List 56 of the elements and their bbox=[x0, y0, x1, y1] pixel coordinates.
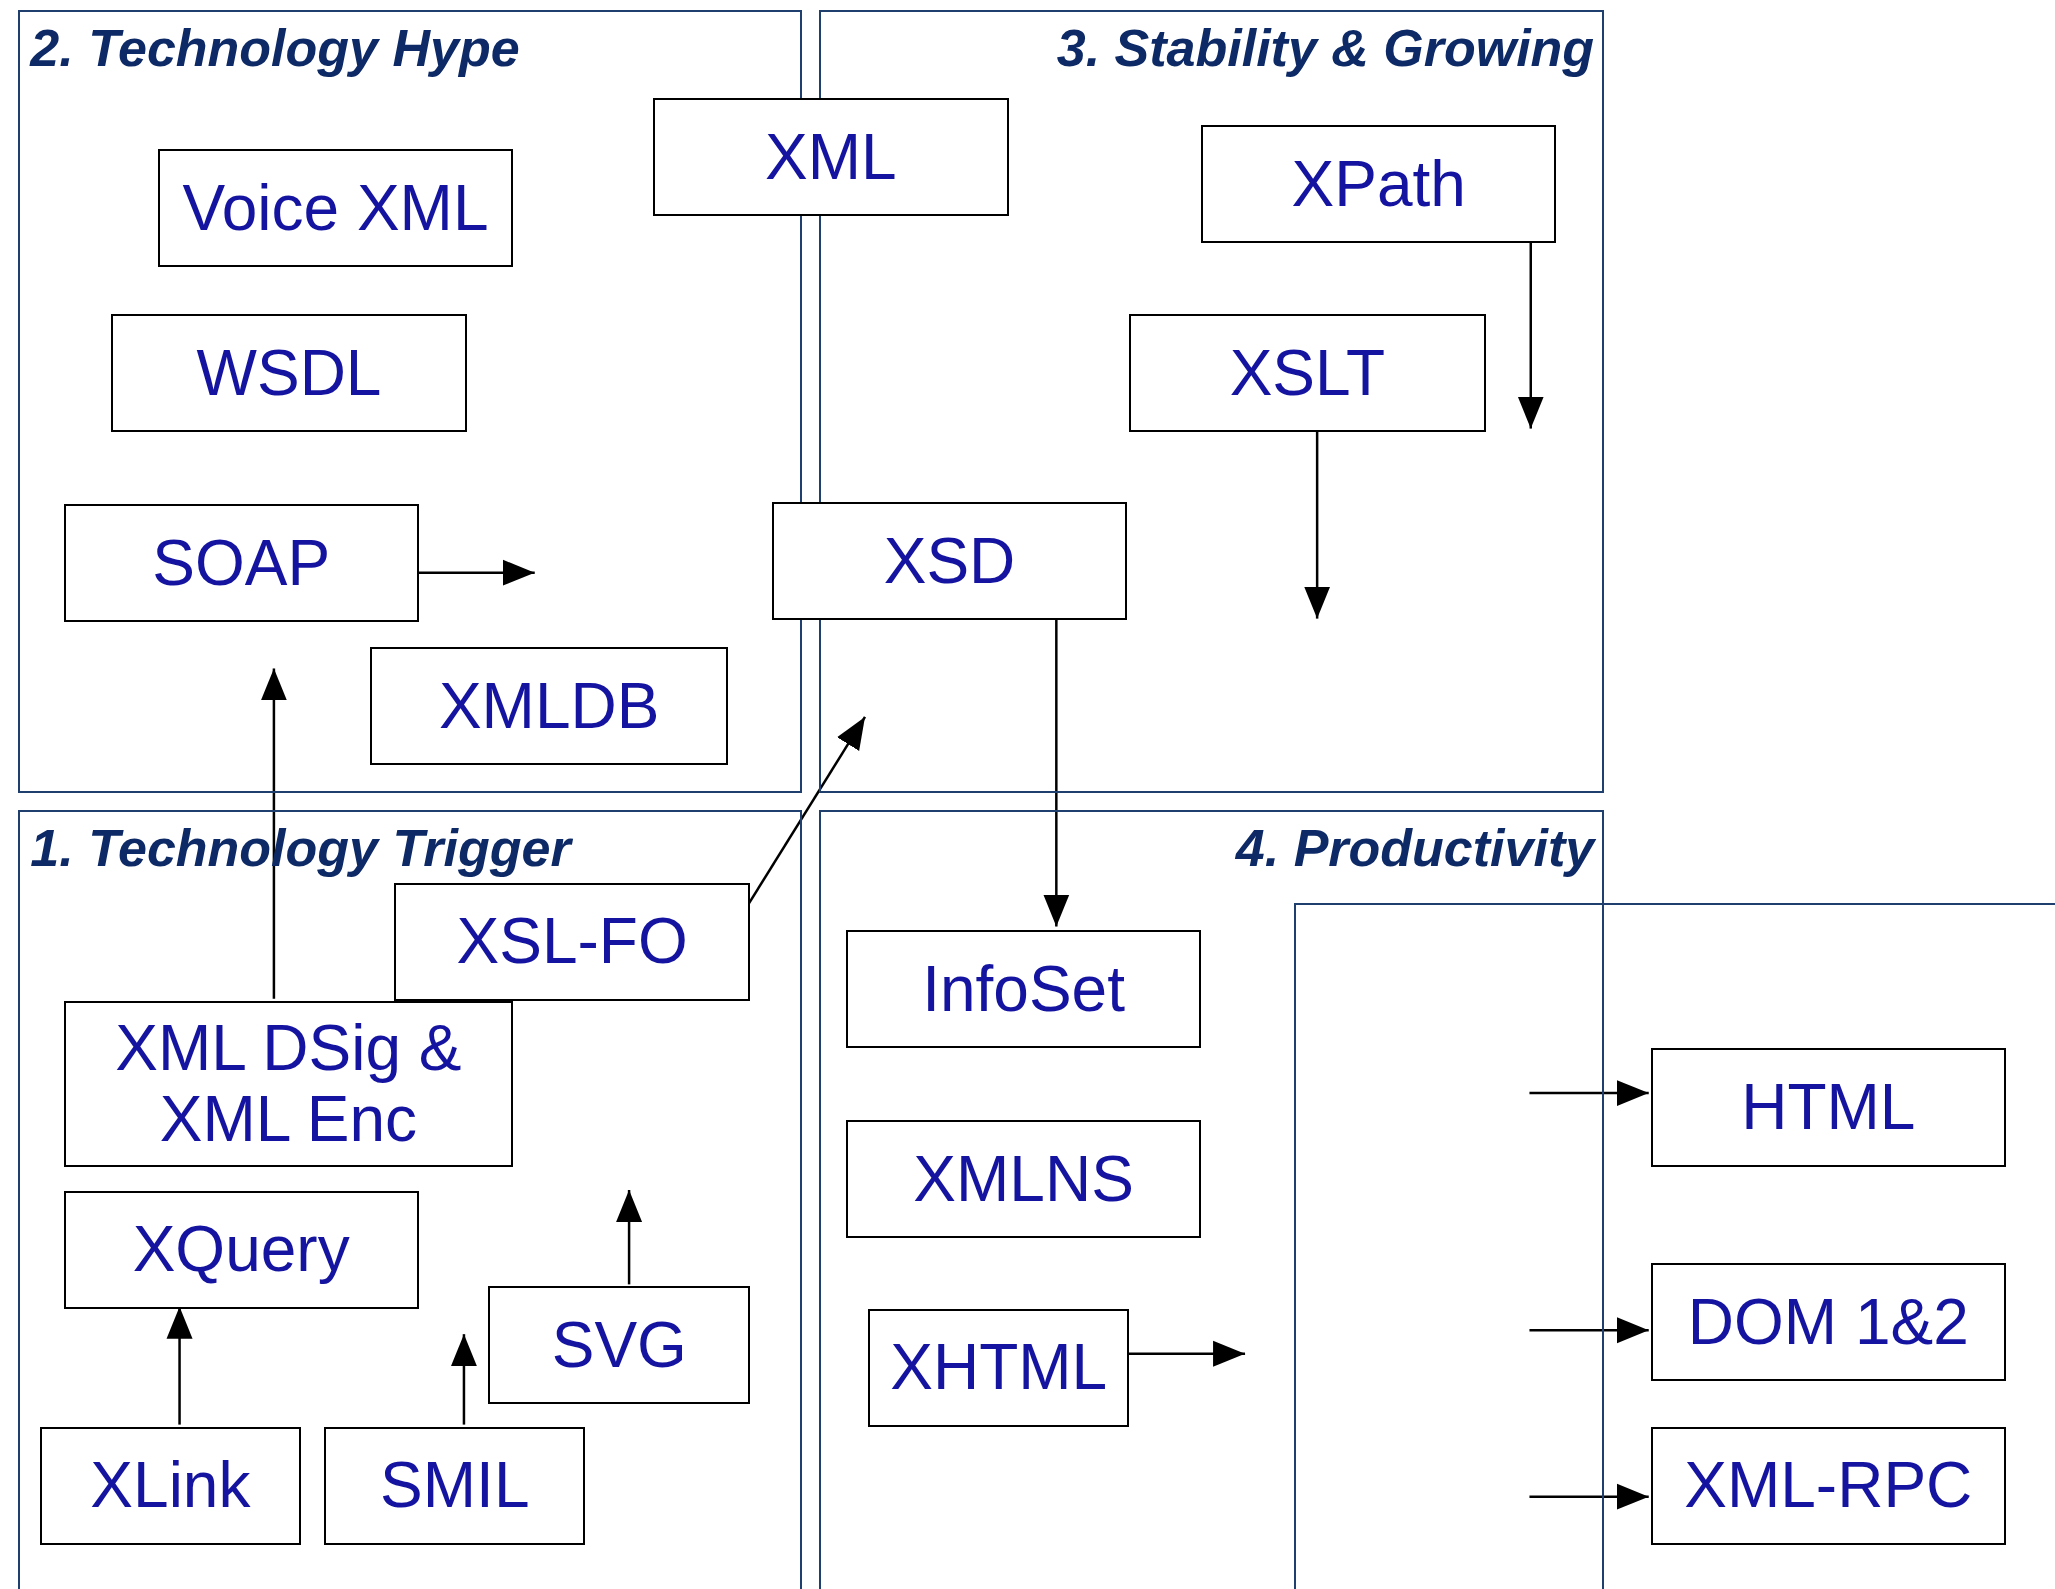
process-box bbox=[846, 929, 1202, 1048]
box-label: XSD bbox=[883, 525, 1016, 597]
box-label: InfoSet bbox=[922, 953, 1125, 1025]
process-box bbox=[40, 1426, 301, 1545]
box-label: WSDL bbox=[196, 337, 382, 409]
arrow bbox=[1529, 1317, 1649, 1344]
process-box bbox=[63, 503, 419, 622]
process-box bbox=[370, 646, 729, 765]
box-label: XMLNS bbox=[913, 1143, 1134, 1215]
box-label: XHTML bbox=[890, 1332, 1108, 1403]
process-box bbox=[63, 1190, 419, 1309]
phase-panel bbox=[18, 809, 803, 1589]
arrow bbox=[1304, 429, 1331, 619]
process-box bbox=[324, 1426, 586, 1545]
process-box bbox=[1650, 1426, 2006, 1545]
arrow bbox=[1529, 1080, 1649, 1107]
box-label: XML bbox=[765, 122, 897, 193]
box-label: DOM 1&2 bbox=[1687, 1286, 1969, 1357]
process-box bbox=[157, 148, 514, 267]
process-box bbox=[110, 313, 468, 432]
box-label: XMLDB bbox=[438, 670, 660, 741]
arrow bbox=[1043, 619, 1070, 927]
process-box bbox=[63, 1000, 514, 1168]
box-label: XPath bbox=[1291, 148, 1466, 220]
process-box bbox=[868, 1308, 1130, 1427]
panel-heading: 4. Productivity bbox=[1235, 817, 1595, 878]
process-box bbox=[488, 1286, 751, 1405]
panel-heading: 2. Technology Hype bbox=[30, 18, 520, 79]
process-box bbox=[652, 98, 1010, 217]
arrow bbox=[166, 1306, 193, 1425]
box-label: SVG bbox=[551, 1310, 687, 1381]
panel-heading: 3. Stability & Growing bbox=[1056, 18, 1595, 79]
box-label: XSL-FO bbox=[456, 906, 688, 977]
process-box bbox=[393, 882, 751, 1001]
box-label: SOAP bbox=[152, 527, 331, 599]
box-label: Voice XML bbox=[182, 172, 489, 243]
box-label: XSLT bbox=[1229, 337, 1385, 409]
arrow bbox=[450, 1334, 477, 1425]
phase-panel bbox=[819, 809, 1605, 1589]
process-box bbox=[1201, 125, 1557, 244]
arrow bbox=[616, 1190, 643, 1285]
box-label: XQuery bbox=[132, 1214, 350, 1285]
process-box bbox=[771, 501, 1128, 620]
box-label: XML DSig & XML Enc bbox=[114, 1013, 463, 1155]
process-box bbox=[1650, 1262, 2006, 1381]
process-box bbox=[1650, 1047, 2006, 1168]
box-label: SMIL bbox=[380, 1450, 530, 1521]
arrow bbox=[1517, 241, 1544, 429]
box-label: XLink bbox=[90, 1450, 251, 1521]
arrow bbox=[1529, 1483, 1649, 1510]
arrow bbox=[260, 668, 287, 999]
box-label: HTML bbox=[1741, 1072, 1916, 1143]
region-box bbox=[1293, 903, 2055, 1589]
process-box bbox=[1129, 313, 1486, 432]
box-label: XML-RPC bbox=[1684, 1450, 1973, 1521]
process-box bbox=[846, 1119, 1202, 1238]
